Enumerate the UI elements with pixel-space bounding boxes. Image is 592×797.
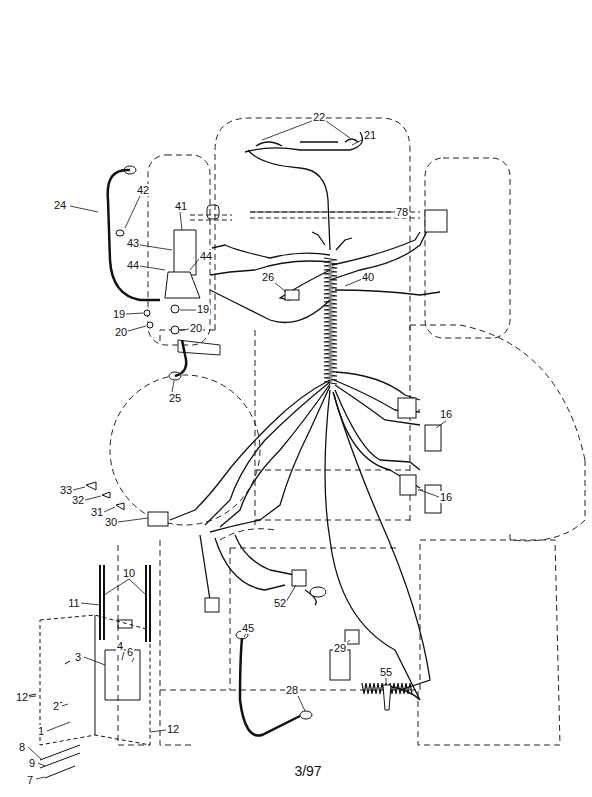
- connector-30: [148, 512, 168, 526]
- callout-number: 11: [67, 597, 80, 609]
- callout-number: 24: [53, 199, 67, 211]
- callout-number: 41: [174, 200, 188, 212]
- callout-number: 29: [333, 642, 347, 654]
- connector: [292, 570, 306, 586]
- terminal-28: [300, 711, 312, 719]
- callout-number: 16: [439, 491, 453, 503]
- callout-number: 20: [114, 326, 128, 338]
- callout-number: 21: [363, 129, 377, 141]
- harness-coil: [324, 258, 412, 694]
- callout-number: 78: [395, 206, 409, 218]
- callout-number: 42: [136, 184, 150, 196]
- callout-number: 7: [26, 774, 34, 786]
- nut-19: [171, 305, 179, 313]
- callout-number: 1: [37, 725, 45, 737]
- washer-20: [171, 326, 179, 334]
- callout-number: 32: [71, 494, 85, 506]
- switch: [425, 210, 447, 232]
- callout-number: 6: [126, 646, 134, 658]
- callout-number: 26: [261, 271, 275, 283]
- callout-number: 40: [361, 271, 375, 283]
- connector: [400, 475, 416, 495]
- battery-cables: [108, 170, 300, 736]
- callout-number: 25: [168, 392, 182, 404]
- callout-number: 28: [285, 684, 299, 696]
- callout-number: 55: [379, 666, 393, 678]
- callout-number: 45: [241, 622, 255, 634]
- tractor-outline: [110, 118, 585, 745]
- tractor-details: [178, 205, 435, 490]
- callout-number: 12: [15, 691, 29, 703]
- callout-number: 52: [273, 597, 287, 609]
- connector: [205, 598, 219, 612]
- callout-number: 44: [199, 250, 213, 262]
- washer-20: [147, 322, 153, 328]
- callout-number: 16: [439, 408, 453, 420]
- harness-parts: [86, 166, 447, 719]
- callout-number: 4: [116, 640, 124, 652]
- callout-number: 19: [112, 308, 126, 320]
- callout-number: 3: [74, 651, 82, 663]
- callout-number: 44: [126, 259, 140, 271]
- page-code: 3/97: [293, 763, 322, 779]
- wire-harness: [170, 132, 445, 700]
- nut-19: [144, 310, 150, 316]
- callout-number: 19: [196, 303, 210, 315]
- callout-number: 12: [166, 723, 180, 735]
- solenoid-43: [174, 230, 196, 275]
- connector: [398, 398, 416, 418]
- fuse-55: [383, 685, 391, 710]
- callout-number: 43: [126, 237, 140, 249]
- harness-coil-wrap: [324, 258, 337, 384]
- battery-box: [27, 565, 150, 778]
- callout-number: 30: [104, 516, 118, 528]
- callout-number: 2: [52, 700, 60, 712]
- callout-number: 20: [189, 322, 203, 334]
- switch-16: [425, 425, 441, 451]
- connector-26: [285, 290, 299, 300]
- plug: [330, 650, 350, 680]
- screw-42: [116, 230, 124, 236]
- callout-number: 8: [18, 741, 26, 753]
- terminal-52: [310, 587, 326, 597]
- callout-number: 10: [122, 567, 136, 579]
- callout-number: 9: [28, 757, 36, 769]
- callout-number: 22: [312, 111, 326, 123]
- bracket: [165, 272, 200, 298]
- callout-number: 31: [90, 506, 104, 518]
- leader-lines: [28, 121, 446, 779]
